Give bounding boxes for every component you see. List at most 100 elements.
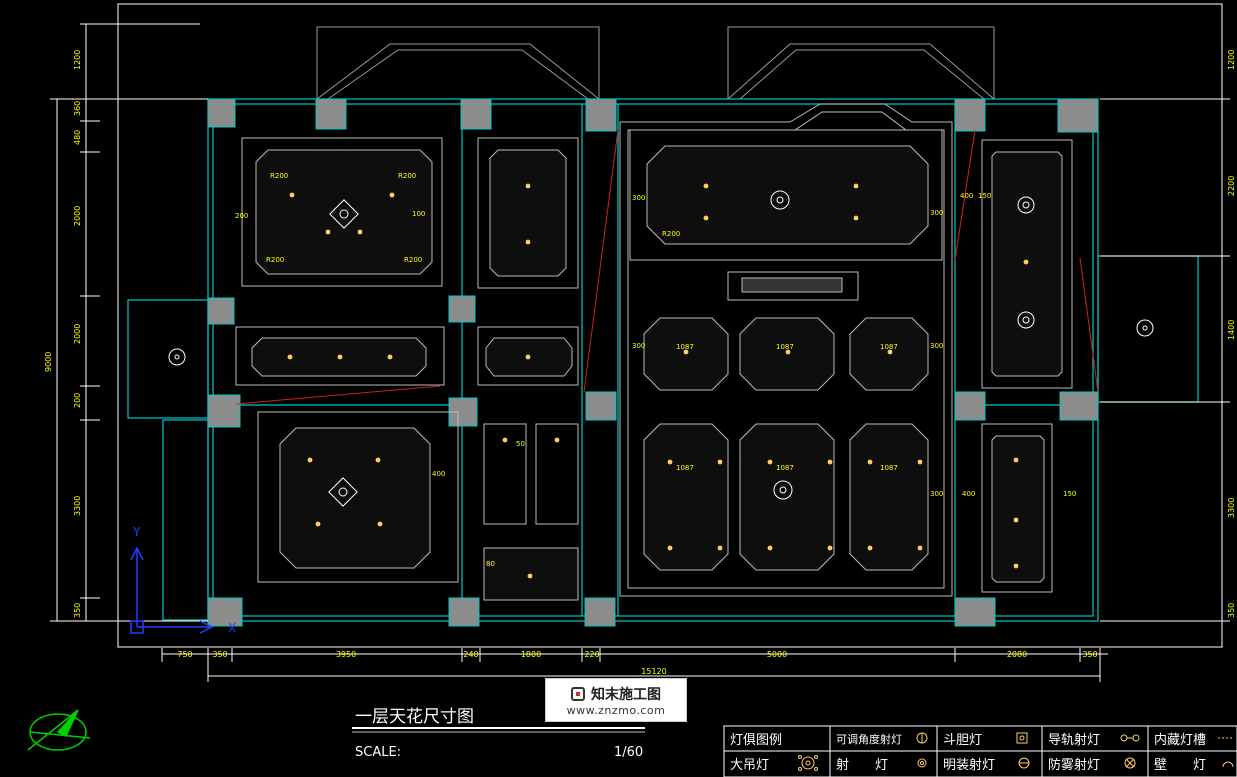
left-dimension-labels: 1200 360 480 2000 2000 200 3300 350 9000 <box>44 50 82 618</box>
dim-label: 400 <box>432 470 445 478</box>
dim-label: 1087 <box>676 343 694 351</box>
ucs-x-label: X <box>228 621 236 635</box>
dim-bottom: 220 <box>584 650 599 659</box>
wall-lamp-icon <box>1136 319 1154 337</box>
dim-label: R200 <box>270 172 288 180</box>
legend-item-label: 大吊灯 <box>730 758 769 773</box>
legend-item-label: 斗胆灯 <box>943 733 982 748</box>
chandelier-icon <box>770 190 790 210</box>
chandelier-icon <box>773 480 793 500</box>
dim-label: 1087 <box>880 343 898 351</box>
watermark-url: www.znzmo.com <box>566 703 666 717</box>
legend-item-label: 射 灯 <box>836 757 888 773</box>
right-dimension-labels: 1200 2200 1400 3300 350 <box>1227 50 1236 618</box>
north-arrow-icon <box>27 709 91 751</box>
dim-right: 1200 <box>1227 50 1236 70</box>
dim-left: 2000 <box>73 324 82 344</box>
wall-lamp-icon <box>168 348 186 366</box>
chandelier-icon <box>1017 196 1035 214</box>
dim-right: 1400 <box>1227 320 1236 340</box>
dim-right: 2200 <box>1227 176 1236 196</box>
dim-bottom: 2080 <box>1007 650 1027 659</box>
scale-label: SCALE: <box>355 745 401 760</box>
dim-left: 1200 <box>73 50 82 70</box>
dim-bottom: 5000 <box>767 650 787 659</box>
dim-label: 1087 <box>880 464 898 472</box>
chandelier-legend-icon <box>798 755 818 771</box>
dim-label: 300 <box>930 342 943 350</box>
dim-label: 100 <box>412 210 425 218</box>
ceiling-panels <box>235 129 1073 601</box>
dim-bottom: 1800 <box>521 650 541 659</box>
scale-value: 1/60 <box>614 745 643 760</box>
dim-left: 3300 <box>73 496 82 516</box>
dim-bottom: 750 <box>177 650 192 659</box>
dim-label: R200 <box>398 172 416 180</box>
dim-label: 1087 <box>776 343 794 351</box>
legend-item-label: 壁 灯 <box>1154 758 1206 773</box>
dim-label: 300 <box>930 490 943 498</box>
dim-left: 480 <box>73 130 82 145</box>
title-block: 一层天花尺寸图 SCALE: 1/60 <box>352 707 645 760</box>
dim-label: 200 <box>235 212 248 220</box>
lamp-legend-text: 灯俱图例 可调角度射灯 斗胆灯 导轨射灯 内藏灯槽 大吊灯 射 灯 明装射灯 防… <box>730 732 1206 773</box>
track-spotlight-icon <box>1120 734 1140 742</box>
spotlight-icon <box>917 758 927 768</box>
lamp-legend-table <box>723 725 1237 777</box>
dim-label: R200 <box>404 256 422 264</box>
dim-label: 50 <box>516 440 525 448</box>
dim-label: 1087 <box>776 464 794 472</box>
surface-spotlight-icon <box>1018 757 1030 769</box>
lamp-legend-symbols <box>798 732 1234 771</box>
dim-label: 400 <box>962 490 975 498</box>
dim-bottom: 3950 <box>336 650 356 659</box>
dim-label: 300 <box>632 194 645 202</box>
adjustable-spotlight-icon <box>916 732 928 744</box>
watermark-badge: 知末施工图 www.znzmo.com <box>545 678 687 722</box>
chandelier-icon <box>328 477 358 507</box>
chandelier-icon <box>1017 311 1035 329</box>
dim-label: 80 <box>486 560 495 568</box>
inner-dimension-labels: 1087 1087 1087 1087 1087 1087 R200 R200 … <box>235 172 1076 568</box>
dim-label: R200 <box>662 230 680 238</box>
brand-logo-icon <box>571 686 585 701</box>
dim-bottom: 350 <box>1082 650 1097 659</box>
dim-label: 150 <box>1063 490 1076 498</box>
legend-header: 灯俱图例 <box>730 733 782 748</box>
dim-left: 360 <box>73 101 82 116</box>
watermark-name: 知末施工图 <box>591 686 661 703</box>
bottom-dimension-chain <box>161 648 1108 682</box>
dim-label: R200 <box>266 256 284 264</box>
right-dimension-chain <box>1100 24 1230 622</box>
legend-item-label: 导轨射灯 <box>1048 732 1100 748</box>
wall-lamp-legend-icon <box>1222 761 1234 768</box>
hall-cornice <box>619 103 953 597</box>
drawing-title: 一层天花尺寸图 <box>355 707 474 727</box>
dim-label: 150 <box>978 192 991 200</box>
ucs-axis-icon: Y X <box>130 525 236 635</box>
grille-lamp-icon <box>1016 732 1028 744</box>
spotlight-dots <box>287 183 1029 579</box>
left-dimension-chain <box>50 23 208 622</box>
columns <box>207 98 1099 627</box>
legend-item-label: 可调角度射灯 <box>836 732 902 746</box>
dim-label: 300 <box>930 209 943 217</box>
dim-label: 1087 <box>676 464 694 472</box>
chandelier-icon <box>329 199 359 229</box>
dim-bottom: 240 <box>463 650 478 659</box>
fog-proof-spotlight-icon <box>1124 757 1136 769</box>
dim-left-total: 9000 <box>44 352 53 372</box>
dim-bottom-total: 15120 <box>641 667 666 676</box>
ucs-y-label: Y <box>132 525 141 539</box>
dim-left: 350 <box>73 603 82 618</box>
legend-item-label: 明装射灯 <box>943 757 995 773</box>
chandelier-icons <box>168 190 1154 507</box>
dim-left: 200 <box>73 393 82 408</box>
dim-label: 300 <box>632 342 645 350</box>
dim-left: 2000 <box>73 206 82 226</box>
dim-label: 400 <box>960 192 973 200</box>
legend-item-label: 内藏灯槽 <box>1154 732 1206 748</box>
red-guides <box>235 129 1099 405</box>
dim-right: 3300 <box>1227 498 1236 518</box>
